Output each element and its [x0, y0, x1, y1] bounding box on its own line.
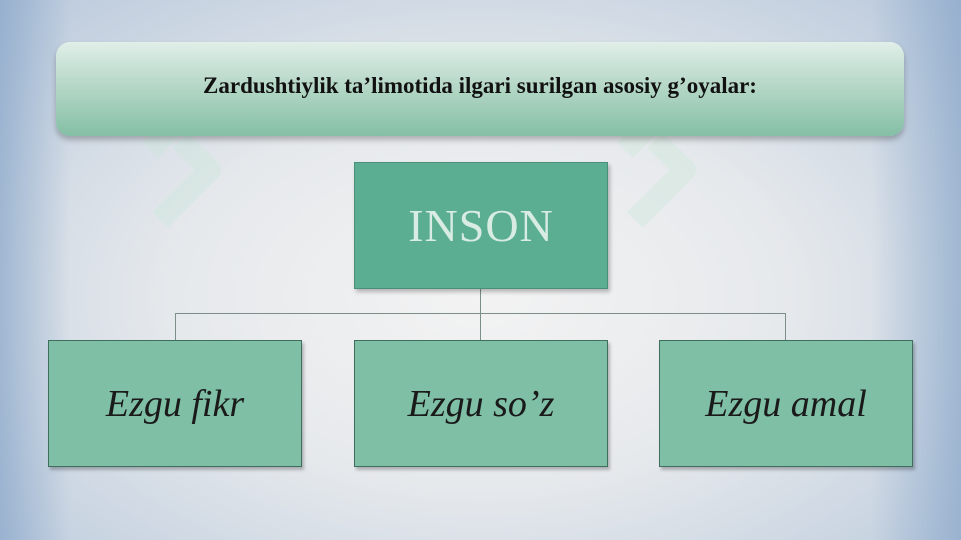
connector-right-down: [785, 313, 786, 340]
root-node-label: INSON: [408, 200, 554, 251]
child-node-box: Ezgu so’z: [354, 340, 608, 467]
root-node-box: INSON: [354, 162, 608, 289]
child-node-label: Ezgu fikr: [105, 382, 245, 425]
child-node-box: Ezgu amal: [659, 340, 913, 467]
connector-left-down: [175, 313, 176, 340]
connector-center-down: [480, 313, 481, 340]
diagram-title: Zardushtiylik ta’limotida ilgari surilga…: [203, 73, 757, 98]
title-banner: Zardushtiylik ta’limotida ilgari surilga…: [56, 42, 904, 136]
child-node-label: Ezgu amal: [705, 382, 867, 425]
child-node-label: Ezgu so’z: [407, 382, 555, 425]
child-node-box: Ezgu fikr: [48, 340, 302, 467]
connector-root-down: [480, 287, 481, 314]
